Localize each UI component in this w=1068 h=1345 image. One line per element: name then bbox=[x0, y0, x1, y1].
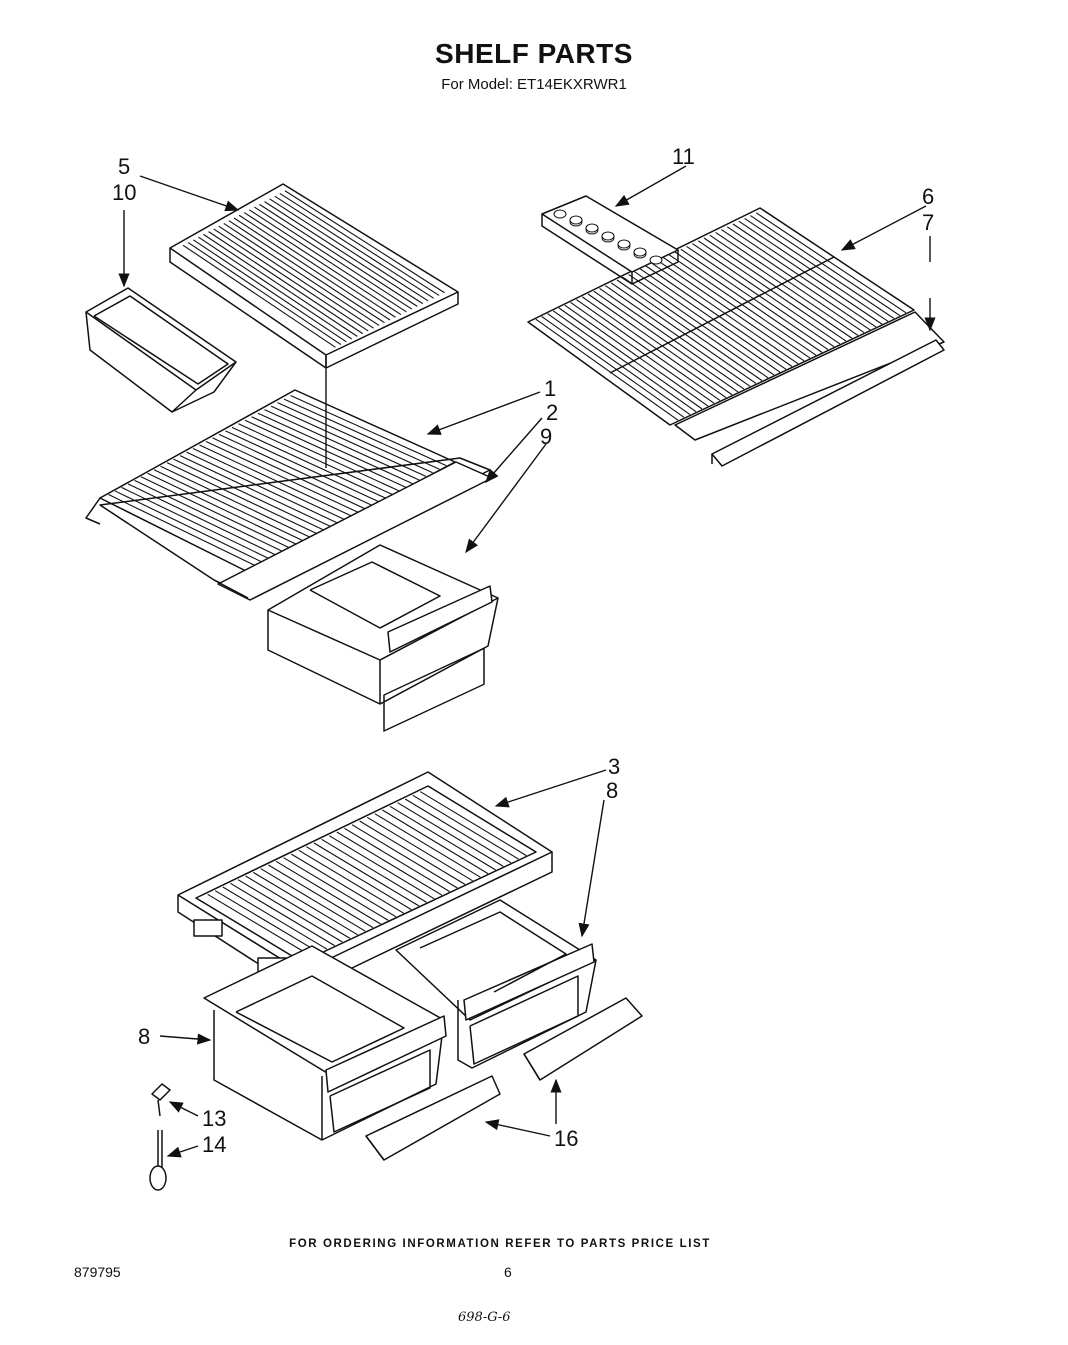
document-number: 879795 bbox=[74, 1264, 121, 1280]
crisper-trim-strips-part bbox=[365, 997, 643, 1161]
shelf-screw-part bbox=[149, 1130, 167, 1191]
wire-shelf-part bbox=[85, 389, 493, 601]
callout-11: 11 bbox=[672, 144, 695, 169]
page-title: SHELF PARTS bbox=[435, 38, 633, 69]
callout-7: 7 bbox=[922, 210, 934, 235]
ordering-note: FOR ORDERING INFORMATION REFER TO PARTS … bbox=[289, 1238, 711, 1250]
right-wire-shelf-part bbox=[527, 207, 945, 467]
model-subtitle: For Model: ET14EKXRWR1 bbox=[441, 76, 627, 93]
callout-10: 10 bbox=[112, 180, 136, 205]
right-crisper-part bbox=[395, 899, 597, 1069]
crisper-drawer-part bbox=[267, 544, 499, 732]
callout-2: 2 bbox=[546, 400, 558, 425]
top-glass-shelf-part bbox=[169, 183, 459, 369]
callout-1: 1 bbox=[544, 376, 556, 401]
ice-tray-part bbox=[541, 195, 679, 285]
callout-9: 9 bbox=[540, 424, 552, 449]
small-bin-part bbox=[85, 287, 237, 413]
handwritten-note: 698-G-6 bbox=[458, 1310, 511, 1325]
callout-6: 6 bbox=[922, 184, 934, 209]
callout-3: 3 bbox=[608, 754, 620, 779]
page-number: 6 bbox=[504, 1264, 512, 1280]
left-crisper-part bbox=[203, 945, 447, 1141]
callout-13: 13 bbox=[202, 1106, 226, 1131]
callout-16: 16 bbox=[554, 1126, 578, 1151]
callout-5: 5 bbox=[118, 154, 130, 179]
callout-8-right: 8 bbox=[606, 778, 618, 803]
callout-labels: 5 10 11 6 7 1 2 9 3 8 8 13 14 16 bbox=[112, 144, 934, 1157]
leader-lines bbox=[118, 165, 936, 1158]
shelf-pin-part bbox=[151, 1083, 171, 1117]
bottom-glass-shelf-part bbox=[177, 771, 553, 993]
callout-14: 14 bbox=[202, 1132, 226, 1157]
callout-8-left: 8 bbox=[138, 1024, 150, 1049]
